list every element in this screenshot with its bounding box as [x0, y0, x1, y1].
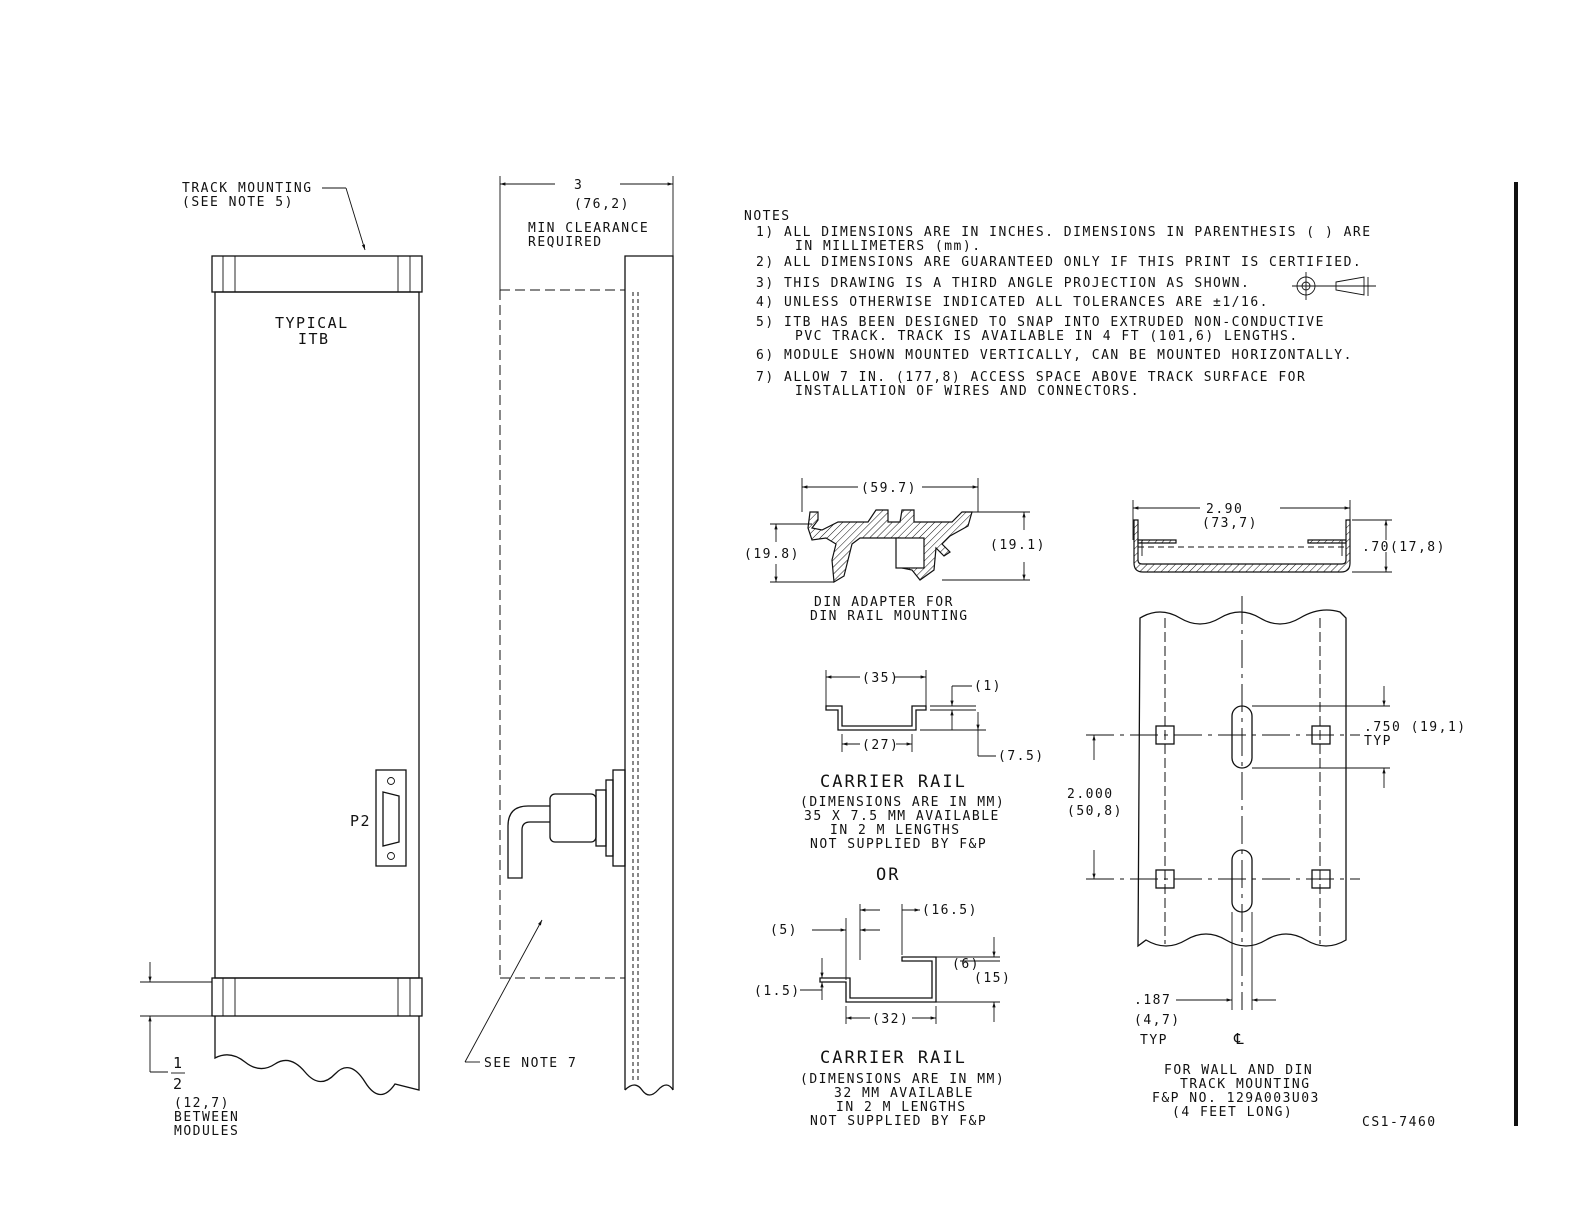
rail35-top-label: (35) — [862, 671, 899, 686]
rail32-thickness-label: (1.5) — [754, 984, 801, 999]
half-denominator: 2 — [173, 1075, 184, 1093]
rail35-desc-4: NOT SUPPLIED BY F&P — [810, 837, 987, 852]
track-pitch-in-label: 2.000 — [1067, 787, 1114, 802]
p2-label: P2 — [350, 812, 371, 830]
din-caption-2: DIN RAIL MOUNTING — [810, 609, 969, 624]
rail32-lip-label: (5) — [770, 923, 798, 938]
rail35-desc-2: 35 X 7.5 MM AVAILABLE — [804, 809, 1000, 824]
track-width-mm-label: (73,7) — [1202, 516, 1258, 531]
rail35-desc-3: IN 2 M LENGTHS — [830, 823, 961, 838]
centerline-symbol: ℄ — [1233, 1030, 1245, 1048]
rail32-desc-2: 32 MM AVAILABLE — [834, 1086, 974, 1101]
track-mounting-label: TRACK MOUNTING — [182, 181, 313, 196]
rail32-bottom-label: (32) — [872, 1012, 909, 1027]
track-caption-1: FOR WALL AND DIN — [1164, 1063, 1313, 1078]
note-4-num: 4) — [756, 295, 775, 310]
note-1-num: 1) — [756, 225, 775, 240]
rail32-desc-4: NOT SUPPLIED BY F&P — [810, 1114, 987, 1129]
note-7-num: 7) — [756, 370, 775, 385]
rail32-desc-3: IN 2 M LENGTHS — [836, 1100, 967, 1115]
track-typ-2: TYP — [1140, 1033, 1168, 1048]
rail35-thickness-label: (1) — [974, 679, 1002, 694]
plug-side-view — [507, 769, 626, 879]
note-5-num: 5) — [756, 315, 775, 330]
note-7-line-2: INSTALLATION OF WIRES AND CONNECTORS. — [795, 384, 1140, 399]
rail32-top-label: (16.5) — [922, 903, 978, 918]
note-7-line-1: ALLOW 7 IN. (177,8) ACCESS SPACE ABOVE T… — [784, 370, 1306, 385]
note-4-line-1: UNLESS OTHERWISE INDICATED ALL TOLERANCE… — [784, 295, 1269, 310]
track-pitch-mm-label: (50,8) — [1067, 804, 1123, 819]
rail32-inner-label: (6) — [952, 957, 980, 972]
notes-heading: NOTES — [744, 209, 791, 224]
note-6-line-1: MODULE SHOWN MOUNTED VERTICALLY, CAN BE … — [784, 348, 1353, 363]
track-slot-label: .750 (19,1) — [1364, 720, 1467, 735]
note-6-num: 6) — [756, 348, 775, 363]
track-caption-2: TRACK MOUNTING — [1180, 1077, 1311, 1092]
track-caption-3: F&P NO. 129A003U03 — [1152, 1091, 1320, 1106]
note-1-line-2: IN MILLIMETERS (mm). — [795, 239, 982, 254]
track-section-detail: 2.90 (73,7) .70(17,8) 2.000 (50,8) — [1067, 500, 1467, 1120]
p2-connector — [375, 769, 407, 867]
din-caption-1: DIN ADAPTER FOR — [814, 595, 954, 610]
din-right-height-label: (19.1) — [990, 538, 1046, 553]
din-adapter-detail: (59.7) (19.8) (19.1) DIN ADAPTER FOR DIN… — [744, 478, 1046, 624]
din-left-height-label: (19.8) — [744, 547, 800, 562]
see-note-7-label: SEE NOTE 7 — [484, 1056, 577, 1071]
between-label: BETWEEN — [174, 1110, 239, 1125]
note-5-line-2: PVC TRACK. TRACK IS AVAILABLE IN 4 FT (1… — [795, 329, 1299, 344]
rail35-bottom-label: (27) — [862, 738, 899, 753]
notes-block: NOTES 1) ALL DIMENSIONS ARE IN INCHES. D… — [744, 209, 1376, 399]
border-bar — [1514, 182, 1518, 1126]
rail32-height-label: (15) — [974, 971, 1011, 986]
side-view: 3 (76,2) MIN CLEARANCE REQUIRED SEE NOTE… — [464, 176, 674, 1096]
rail35-depth-label: (7.5) — [998, 749, 1045, 764]
note-3-num: 3) — [756, 276, 775, 291]
note-2-num: 2) — [756, 255, 775, 270]
rail32-title: CARRIER RAIL — [820, 1048, 967, 1068]
note-1-line-1: ALL DIMENSIONS ARE IN INCHES. DIMENSIONS… — [784, 225, 1372, 240]
rail35-title: CARRIER RAIL — [820, 772, 967, 792]
note-3-line-1: THIS DRAWING IS A THIRD ANGLE PROJECTION… — [784, 276, 1250, 291]
clearance-in-label: 3 — [574, 178, 583, 193]
rail32-desc-1: (DIMENSIONS ARE IN MM) — [800, 1072, 1005, 1087]
track-hole-mm-label: (4,7) — [1134, 1013, 1181, 1028]
clearance-mm-label: (76,2) — [574, 197, 630, 212]
itb-label: ITB — [298, 330, 330, 348]
track-width-in-label: 2.90 — [1206, 502, 1243, 517]
min-clearance-label: MIN CLEARANCE — [528, 221, 649, 236]
half-mm-label: (12,7) — [174, 1096, 230, 1111]
carrier-rail-32-detail: (16.5) (5) (1.5) (6) (15) (32) CARRIER R… — [754, 903, 1011, 1129]
note-5-line-1: ITB HAS BEEN DESIGNED TO SNAP INTO EXTRU… — [784, 315, 1325, 330]
see-note-5-label: (SEE NOTE 5) — [182, 195, 294, 210]
track-hole-in-label: .187 — [1134, 993, 1171, 1008]
din-width-label: (59.7) — [861, 481, 917, 496]
typical-label: TYPICAL — [275, 314, 349, 332]
half-numerator: 1 — [173, 1054, 184, 1072]
carrier-rail-35-detail: (35) (1) (27) (7.5) CARRIER RAIL (DIMENS… — [800, 670, 1045, 852]
rail35-desc-1: (DIMENSIONS ARE IN MM) — [800, 795, 1005, 810]
front-view: TRACK MOUNTING (SEE NOTE 5) TYPICAL ITB … — [140, 181, 423, 1139]
note-2-line-1: ALL DIMENSIONS ARE GUARANTEED ONLY IF TH… — [784, 255, 1362, 270]
projection-symbol — [1292, 272, 1376, 300]
track-height-label: .70(17,8) — [1362, 540, 1446, 555]
modules-label: MODULES — [174, 1124, 239, 1139]
drawing-number: CS1-7460 — [1362, 1115, 1437, 1130]
required-label: REQUIRED — [528, 235, 603, 250]
track-typ-1: TYP — [1364, 734, 1392, 749]
track-caption-4: (4 FEET LONG) — [1172, 1105, 1293, 1120]
or-label: OR — [876, 865, 900, 885]
